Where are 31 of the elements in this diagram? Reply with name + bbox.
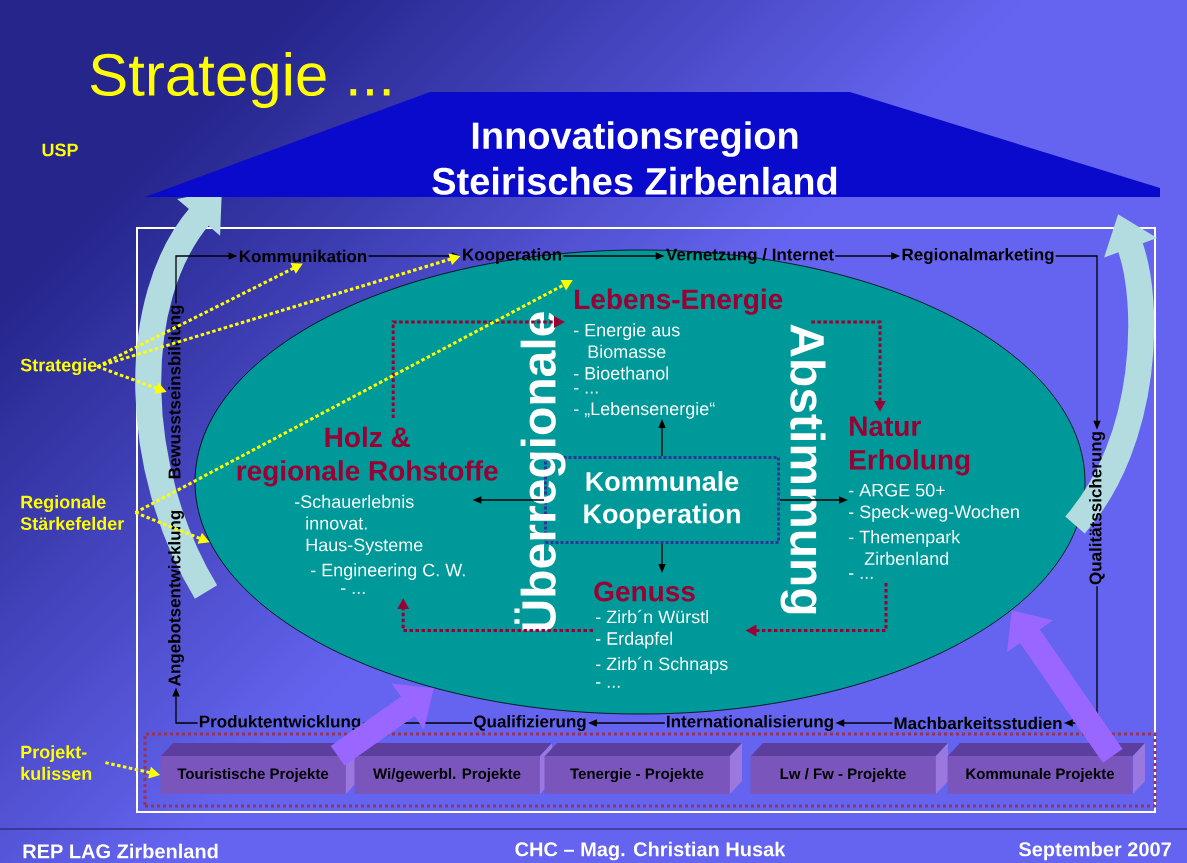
topic-text: Holz & regionale Rohstoffe -Schauerlebnis innovat. Haus-Systeme - Engineering C. W. - ... (237, 426, 498, 594)
project-block: Touristische Projekte (160, 743, 358, 794)
project-block: Tenergie - Projekte (544, 743, 742, 794)
step-label: Produktentwicklung (199, 715, 361, 731)
side-label: Regionale Stärkefelder (20, 495, 124, 530)
topic-text: Genuss - Zirb´n Würstl - Erdapfel - Zirb´n Schnaps - ... (594, 581, 728, 688)
side-label: Strategie (20, 358, 97, 376)
project-block: Wi/gewerbl. Projekte (354, 743, 552, 794)
step-label: Angebotsentwicklung (168, 510, 184, 686)
project-block: Lw / Fw - Projekte (750, 743, 948, 794)
step-label: Kooperation (463, 248, 561, 264)
footer-text: CHC – Mag. Christian Husak (515, 841, 786, 861)
dotted-frame (143, 732, 1157, 808)
footer-text: September 2007 (1018, 841, 1171, 861)
step-label: Machbarkeitsstudien (894, 716, 1062, 730)
step-label: Bewusstseinsbildung (168, 305, 184, 479)
step-label: Kommunikation (239, 249, 367, 263)
topic-text: Lebens-Energie - Energie aus Biomasse - Bioethanol - ... - „Lebensenergie“ (574, 288, 783, 419)
vertical-banner-text: Abstimmung (780, 324, 826, 614)
step-label: Internationalisierung (667, 715, 833, 731)
ellipse (194, 249, 1086, 715)
node-label: Wi/gewerbl. Projekte (373, 767, 521, 783)
side-label: USP (42, 143, 78, 157)
footer-text: REP LAG Zirbenland (23, 843, 218, 859)
project-block: Kommunale Projekte (947, 743, 1145, 794)
step-label: Qualitätssicherung (1089, 432, 1105, 585)
step-label: Vernetzung / Internet (666, 248, 834, 264)
step-label: Regionalmarketing (902, 248, 1054, 264)
step-label: Qualifizierung (474, 715, 586, 731)
topic-text: Natur Erholung - ARGE 50+ - Speck-weg-Wochen - Themenpark Zirbenland - ... (849, 416, 1019, 579)
side-label: Projekt-kulissen (21, 745, 92, 781)
